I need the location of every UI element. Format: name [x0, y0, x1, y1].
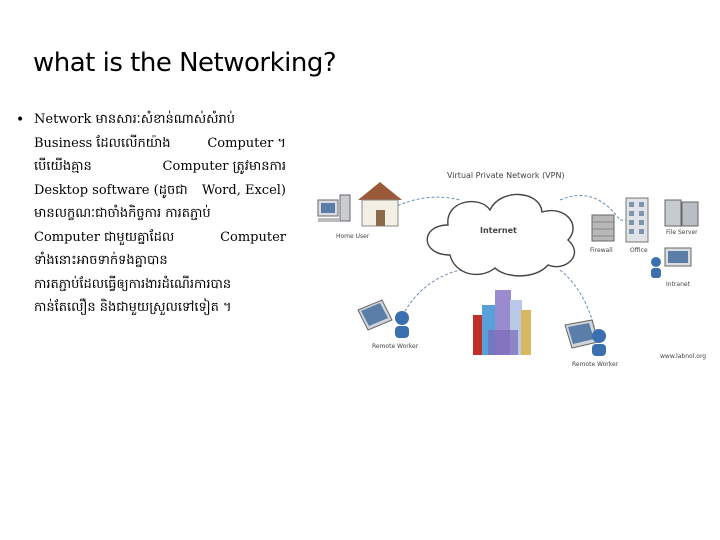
- remote-worker-label-2: Remote Worker: [572, 361, 619, 368]
- body-line: Network មានសារៈសំខាន់ណាស់សំរាប់: [34, 112, 235, 127]
- remote-worker-node-2: Remote Worker: [564, 319, 619, 368]
- internet-cloud: Internet: [426, 193, 575, 277]
- body-line: Desktop software (ដូចជាWord, Excel): [34, 182, 286, 198]
- intranet-label: Intranet: [666, 281, 691, 288]
- home-user-label: Home User: [336, 233, 370, 240]
- slide-title: what is the Networking?: [33, 48, 337, 78]
- intranet-node: Intranet: [651, 247, 692, 288]
- remote-worker-node-1: Remote Worker: [357, 299, 419, 350]
- internet-label: Internet: [480, 226, 517, 235]
- bullet-marker: •: [16, 112, 25, 128]
- body-line: ការតភ្ជាប់ដែលធ្វើឲ្យការងារដំណើរការបាន: [34, 276, 232, 292]
- home-user-node: Home User: [317, 182, 402, 240]
- firewall-label: Firewall: [590, 247, 613, 254]
- body-line: កាន់តែលឿន និងជាមួយស្រួលទៅទៀត ។: [34, 300, 232, 315]
- file-server-label: File Server: [666, 229, 698, 236]
- vpn-label: Virtual Private Network (VPN): [447, 171, 565, 180]
- firewall-node: Firewall: [590, 214, 615, 254]
- remote-worker-label-1: Remote Worker: [372, 343, 419, 350]
- office-label: Office: [630, 247, 648, 254]
- city-buildings: [473, 290, 531, 355]
- body-line: មានលក្ខណៈជាចាំងកិច្ចការ ការតភ្ជាប់: [34, 206, 211, 221]
- office-node: Office: [625, 197, 649, 254]
- body-paragraph: Network មានសារៈសំខាន់ណាស់សំរាប់ Business…: [34, 108, 286, 320]
- source-credit: www.labnol.org: [660, 353, 706, 360]
- file-server-node: File Server: [664, 199, 699, 236]
- vpn-network-diagram: Virtual Private Network (VPN) Internet H…: [317, 171, 706, 368]
- body-line: ទាំងនោះអាចទាក់ទងគ្នាបាន: [34, 253, 168, 268]
